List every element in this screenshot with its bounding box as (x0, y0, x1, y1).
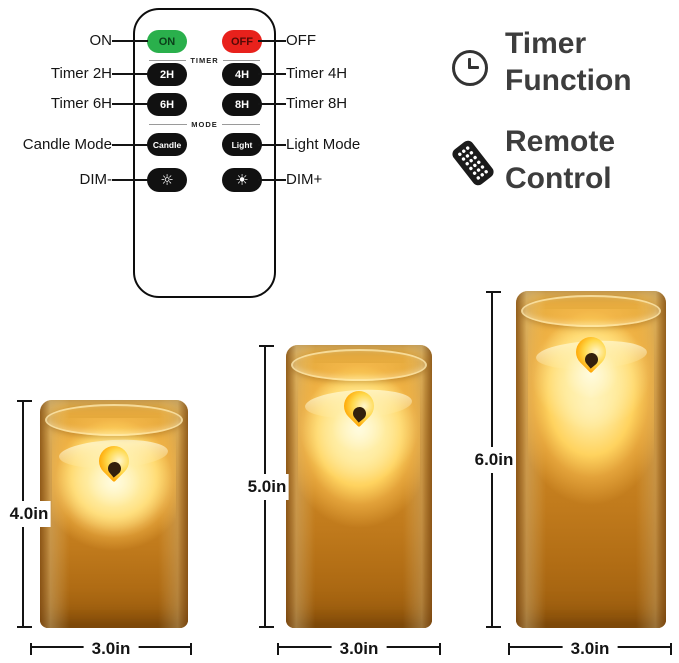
callout-on: ON (89, 32, 113, 49)
height-dimension-large: 6.0in (472, 291, 516, 628)
remote-8h-button: 8H (222, 93, 262, 116)
mode-section-label: MODE (191, 119, 218, 129)
connector-line (258, 40, 286, 42)
connector-line (112, 103, 148, 105)
remote-candle-mode-button: Candle (147, 133, 187, 156)
width-dimension-medium: 3.0in (277, 639, 441, 659)
callout-light-mode: Light Mode (286, 136, 361, 153)
candle-small (40, 400, 188, 628)
flame-glow (54, 428, 174, 538)
timer-section-label: TIMER (190, 55, 219, 65)
connector-line (258, 179, 286, 181)
height-dimension-medium: 5.0in (245, 345, 289, 628)
remote-timer-section: TIMER (149, 55, 260, 65)
callout-timer-8h: Timer 8H (286, 95, 348, 112)
height-label-small: 4.0in (7, 501, 51, 527)
feature-remote-control-label: Remote Control (505, 125, 616, 195)
callout-timer-2h: Timer 2H (50, 65, 112, 82)
connector-line (258, 103, 286, 105)
remote-dim-down-button: ☼ (147, 168, 187, 192)
remote-6h-button: 6H (147, 93, 187, 116)
clock-hour-hand (469, 66, 479, 69)
callout-dim-minus: DIM- (79, 171, 113, 188)
remote-4h-button: 4H (222, 63, 262, 86)
remote-off-button: OFF (222, 30, 262, 53)
clock-icon (452, 50, 488, 86)
remote-dim-up-button: ☀ (222, 168, 262, 192)
candle-medium (286, 345, 432, 628)
remote-control-diagram: ON OFF TIMER 2H 4H 6H 8H MODE Candle Lig… (133, 8, 276, 298)
callout-timer-4h: Timer 4H (286, 65, 348, 82)
clock-minute-hand (468, 58, 471, 69)
connector-line (112, 144, 148, 146)
callout-timer-6h: Timer 6H (50, 95, 112, 112)
remote-icon (447, 134, 499, 192)
width-label-small: 3.0in (83, 639, 139, 659)
connector-line (258, 73, 286, 75)
connector-line (112, 73, 148, 75)
height-label-medium: 5.0in (245, 473, 289, 500)
candle-large (516, 291, 666, 628)
flame-glow (531, 319, 651, 429)
width-dimension-small: 3.0in (30, 639, 192, 659)
connector-line (112, 179, 148, 181)
width-label-large: 3.0in (562, 639, 618, 659)
remote-mode-section: MODE (149, 119, 260, 129)
remote-2h-button: 2H (147, 63, 187, 86)
callout-off: OFF (286, 32, 316, 49)
flame-glow (299, 373, 419, 483)
height-label-large: 6.0in (472, 446, 516, 473)
connector-line (258, 144, 286, 146)
width-dimension-large: 3.0in (508, 639, 672, 659)
remote-on-button: ON (147, 30, 187, 53)
width-label-medium: 3.0in (331, 639, 387, 659)
height-dimension-small: 4.0in (7, 400, 51, 628)
remote-light-mode-button: Light (222, 133, 262, 156)
callout-dim-plus: DIM+ (286, 171, 323, 188)
feature-timer-function-label: Timer Function (505, 27, 632, 97)
connector-line (112, 40, 148, 42)
callout-candle-mode: Candle Mode (22, 136, 112, 153)
